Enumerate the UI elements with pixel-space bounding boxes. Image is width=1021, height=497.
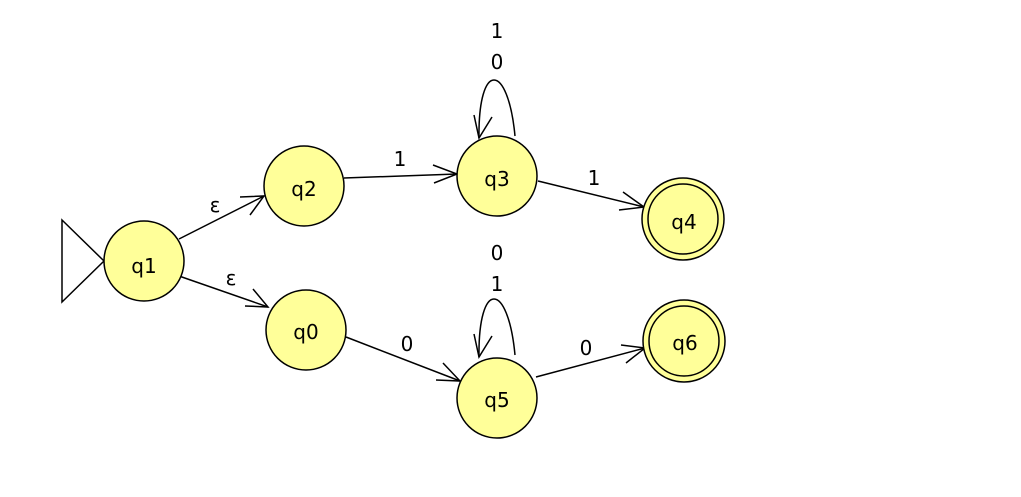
state-label-q2: q2 <box>291 177 316 201</box>
start-state-marker <box>61 218 106 304</box>
edge-q5-q6: 0 <box>535 336 647 378</box>
edge-label-q3-loop-bottom: 0 <box>491 50 504 74</box>
state-q0[interactable]: q0 <box>265 289 347 371</box>
edge-label-q3-q4: 1 <box>588 166 601 190</box>
edge-q5-q5-loop: 1 0 <box>473 241 516 359</box>
edge-label-q1-q0: ε <box>226 266 237 290</box>
state-label-q3: q3 <box>484 167 509 191</box>
edge-q1-q2: ε <box>178 193 266 240</box>
edge-q0-q5: 0 <box>345 332 462 382</box>
edge-label-q5-loop-bottom: 1 <box>491 272 504 296</box>
state-q1[interactable]: q1 <box>103 220 185 302</box>
state-q4[interactable]: q4 <box>641 177 725 261</box>
state-q3[interactable]: q3 <box>456 135 538 217</box>
edge-q2-q3: 1 <box>343 147 460 184</box>
state-label-q6: q6 <box>672 331 697 355</box>
edge-q1-q0: ε <box>178 266 270 308</box>
state-q6[interactable]: q6 <box>642 299 726 383</box>
edge-label-q0-q5: 0 <box>401 332 414 356</box>
edge-label-q5-loop-top: 0 <box>491 241 504 265</box>
state-label-q4: q4 <box>671 210 696 234</box>
state-q5[interactable]: q5 <box>456 357 538 439</box>
edge-q3-q4: 1 <box>537 166 647 211</box>
edge-label-q2-q3: 1 <box>394 147 407 171</box>
state-label-q0: q0 <box>293 320 318 344</box>
edge-label-q3-loop-top: 1 <box>491 19 504 43</box>
state-label-q5: q5 <box>484 388 509 412</box>
state-q2[interactable]: q2 <box>263 145 345 227</box>
state-label-q1: q1 <box>131 254 156 278</box>
edge-label-q5-q6: 0 <box>580 336 593 360</box>
edge-q3-q3-loop: 0 1 <box>473 19 516 140</box>
edge-label-q1-q2: ε <box>210 193 221 217</box>
